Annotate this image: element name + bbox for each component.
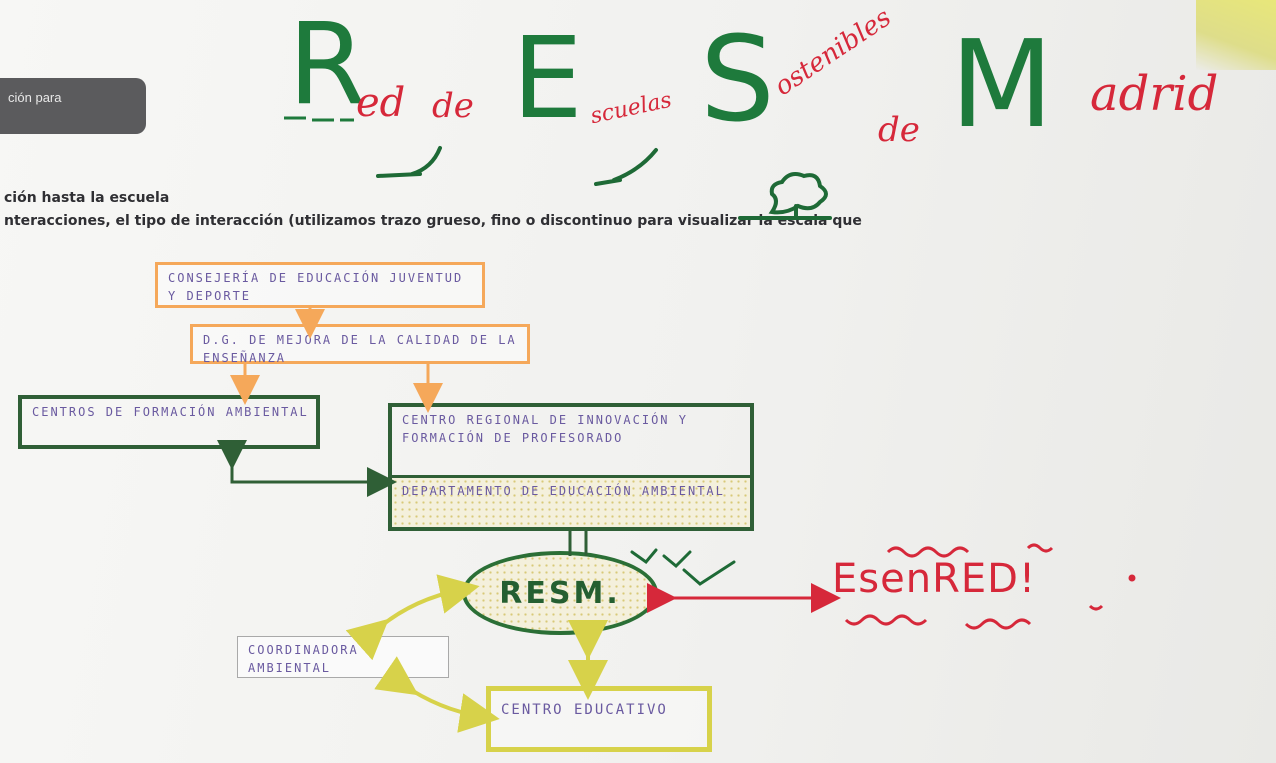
arrow-resm-coordinadora [345, 574, 480, 661]
box-crif-label: Centro Regional de Innovación y Formació… [402, 413, 688, 445]
printed-dark-tab: ción para [0, 78, 146, 134]
title-m-letter: M [950, 16, 1054, 155]
box-centro-educativo-label: Centro Educativo [501, 702, 668, 718]
title-m-rest: adrid [1090, 66, 1219, 122]
link-departamento-resm [568, 530, 588, 556]
box-dg-mejora-label: D.G. de Mejora de la Calidad de la Enseñ… [203, 333, 517, 365]
box-consejeria: Consejería de Educación Juventud y Depor… [155, 262, 485, 308]
resm-label: RESM. [499, 575, 621, 611]
title-r-letter: R [288, 0, 366, 130]
esred-squiggles [844, 543, 1136, 630]
yellow-sticky-corner [1196, 0, 1276, 70]
title-de-2: de [878, 110, 920, 150]
box-centros-formacion: Centros de Formación Ambiental [18, 395, 320, 449]
box-coordinadora-label: Coordinadora Ambiental [248, 643, 359, 675]
box-consejeria-label: Consejería de Educación Juventud y Depor… [168, 271, 464, 303]
check-marks-title [376, 146, 832, 220]
printed-tab-text: ción para [8, 90, 62, 105]
arrow-coordinadora-centro [374, 656, 500, 733]
box-departamento-label: Departamento de Educación Ambiental [402, 484, 725, 498]
title-underline-dashes [284, 116, 354, 122]
printed-line-1: ción hasta la escuela [4, 190, 170, 206]
title-e-letter: E [512, 14, 583, 144]
title-r-rest: ed [356, 80, 406, 126]
box-centros-formacion-label: Centros de Formación Ambiental [32, 405, 309, 419]
box-departamento: Departamento de Educación Ambiental [392, 475, 750, 527]
printed-line-2: nteracciones, el tipo de interacción (ut… [4, 213, 862, 229]
arrow-centros-crif [217, 440, 397, 497]
check-marks-resm [630, 548, 736, 586]
title-de-1: de [432, 86, 474, 126]
resm-ellipse: RESM. [462, 551, 658, 635]
esred-label: EsenRED! [832, 556, 1036, 602]
title-s-letter: S [700, 10, 775, 148]
box-dg-mejora: D.G. de Mejora de la Calidad de la Enseñ… [190, 324, 530, 365]
